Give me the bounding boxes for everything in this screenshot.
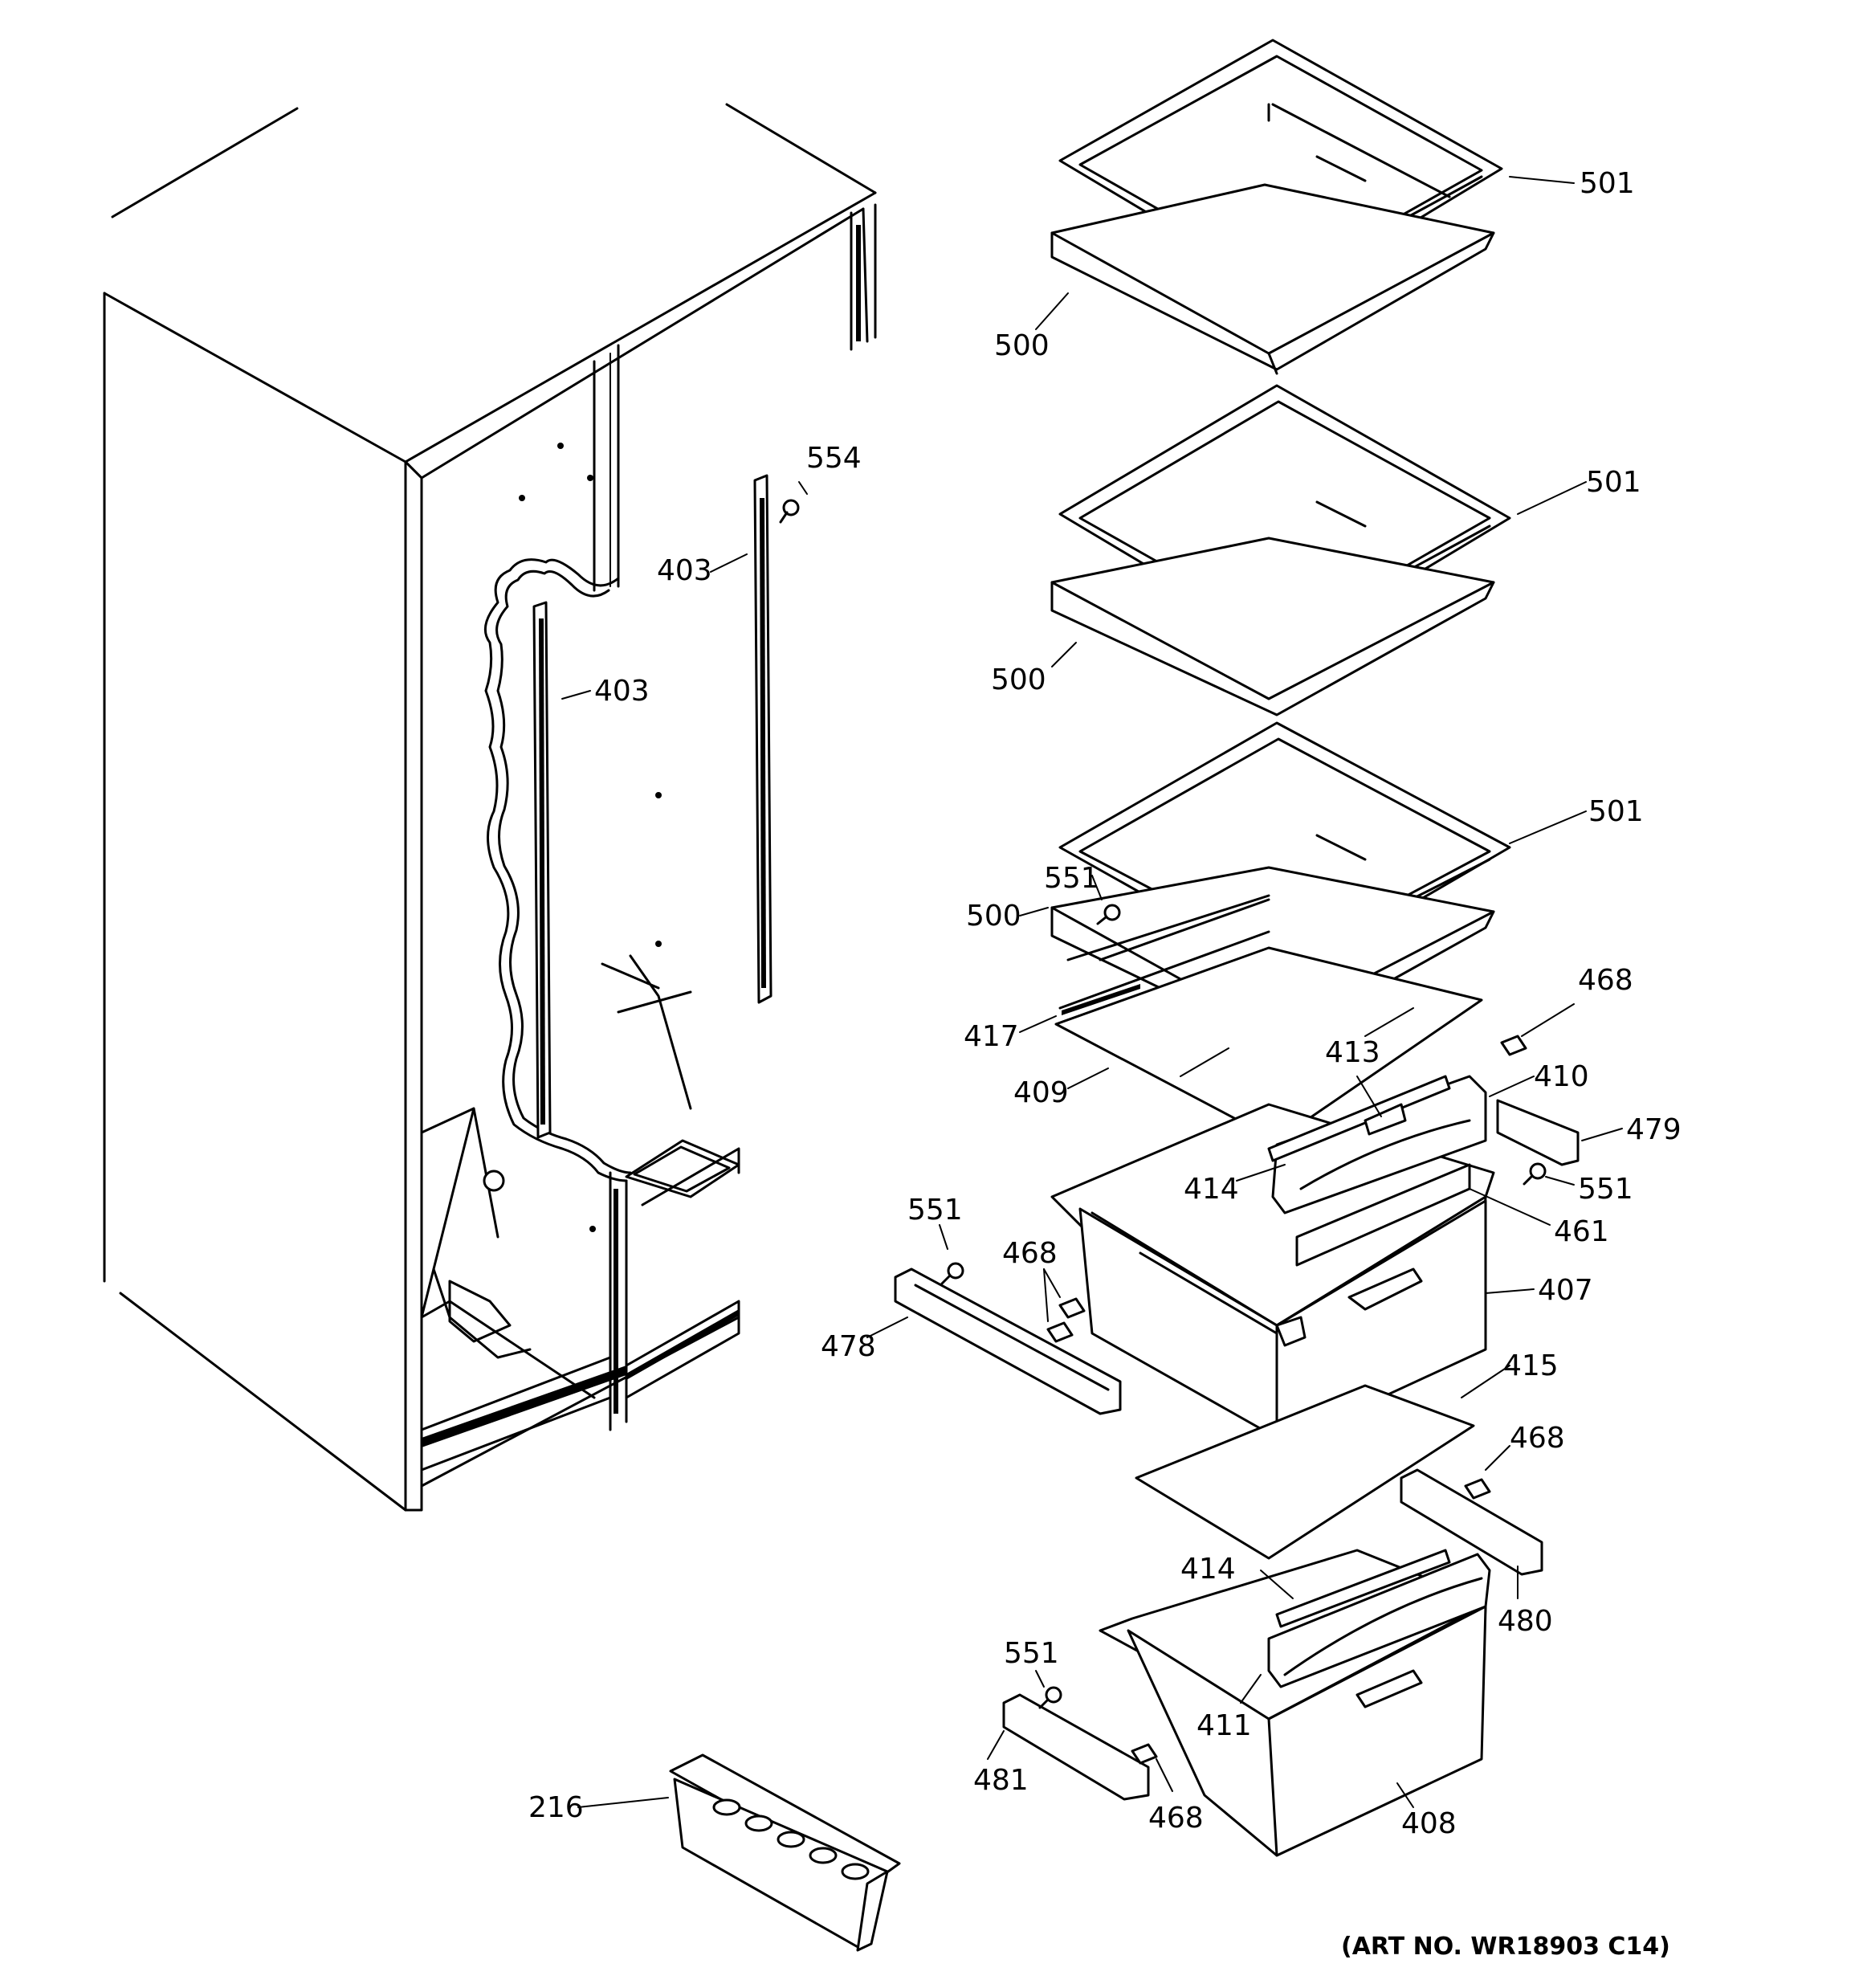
label-500-top: 500	[994, 329, 1050, 362]
art-number: (ART NO. WR18903 C14)	[1341, 1933, 1670, 1961]
label-500-middle: 500	[991, 663, 1046, 696]
label-551-left: 551	[907, 1194, 963, 1227]
label-413: 413	[1325, 1036, 1380, 1069]
label-480: 480	[1498, 1605, 1553, 1638]
label-479: 479	[1626, 1113, 1682, 1146]
label-461: 461	[1554, 1215, 1609, 1248]
label-551-shelf: 551	[1044, 862, 1099, 895]
cover-support-414-lower	[1275, 1549, 1451, 1628]
pan-slide-478	[894, 1268, 1122, 1415]
screw-551-bottom	[1038, 1686, 1062, 1709]
label-478: 478	[821, 1330, 876, 1363]
shelf-bracket-500-top	[1050, 183, 1495, 375]
stop-468-middle	[1046, 1297, 1086, 1343]
callout-labels: 501 500 501 500 501 500 551 554 403 403 …	[528, 167, 1682, 1961]
shelf-rail-403-left	[532, 601, 552, 1139]
pan-slide-479	[1496, 1099, 1580, 1166]
label-481: 481	[973, 1764, 1029, 1797]
label-468-upper: 468	[1578, 964, 1633, 997]
label-403-right: 403	[657, 554, 712, 587]
screw-551-shelf	[1096, 904, 1121, 925]
label-500-lower: 500	[966, 900, 1021, 933]
label-501-lower: 501	[1588, 795, 1644, 828]
label-468-bottom: 468	[1148, 1802, 1204, 1835]
stop-468-bottom	[1131, 1743, 1158, 1765]
refrigerator-cabinet	[103, 103, 877, 1512]
cover-frame-417	[1058, 930, 1270, 1015]
cover-support-414-upper	[1267, 1075, 1451, 1162]
pan-slide-481	[1002, 1693, 1150, 1801]
label-410: 410	[1534, 1060, 1589, 1093]
glass-cover-415	[1135, 1384, 1475, 1560]
drawer-cover-front-411	[1267, 1553, 1491, 1688]
label-414-upper: 414	[1184, 1173, 1239, 1206]
label-408: 408	[1401, 1807, 1457, 1840]
drawer-cover-front-410	[1271, 1075, 1487, 1214]
leader-lines	[561, 176, 1623, 1808]
label-403-left: 403	[594, 675, 650, 708]
slider-413	[1364, 1103, 1407, 1136]
label-551-right: 551	[1578, 1173, 1633, 1206]
label-415: 415	[1503, 1349, 1559, 1382]
screw-551-right	[1523, 1162, 1547, 1186]
screw-551-left	[940, 1262, 964, 1285]
label-216: 216	[528, 1791, 584, 1824]
egg-bin-216	[669, 1753, 901, 1952]
label-411: 411	[1196, 1709, 1252, 1742]
label-551-bottom: 551	[1004, 1637, 1059, 1670]
stop-468-upper	[1500, 1035, 1527, 1056]
glass-cover-409	[1054, 946, 1483, 1142]
label-417: 417	[964, 1020, 1019, 1053]
stop-468-lower	[1464, 1478, 1491, 1500]
label-468-middle: 468	[1002, 1237, 1058, 1270]
label-501-middle: 501	[1586, 466, 1641, 499]
screw-554	[779, 499, 800, 524]
label-414-lower: 414	[1180, 1553, 1236, 1586]
label-409: 409	[1013, 1076, 1069, 1109]
label-468-lower: 468	[1510, 1422, 1565, 1455]
pan-slide-480	[1400, 1468, 1543, 1576]
shelf-bracket-500-middle	[1050, 537, 1495, 716]
label-407: 407	[1538, 1274, 1593, 1307]
shelf-rail-403-right	[753, 474, 773, 1004]
label-501-top: 501	[1580, 167, 1635, 200]
label-554: 554	[806, 442, 862, 475]
